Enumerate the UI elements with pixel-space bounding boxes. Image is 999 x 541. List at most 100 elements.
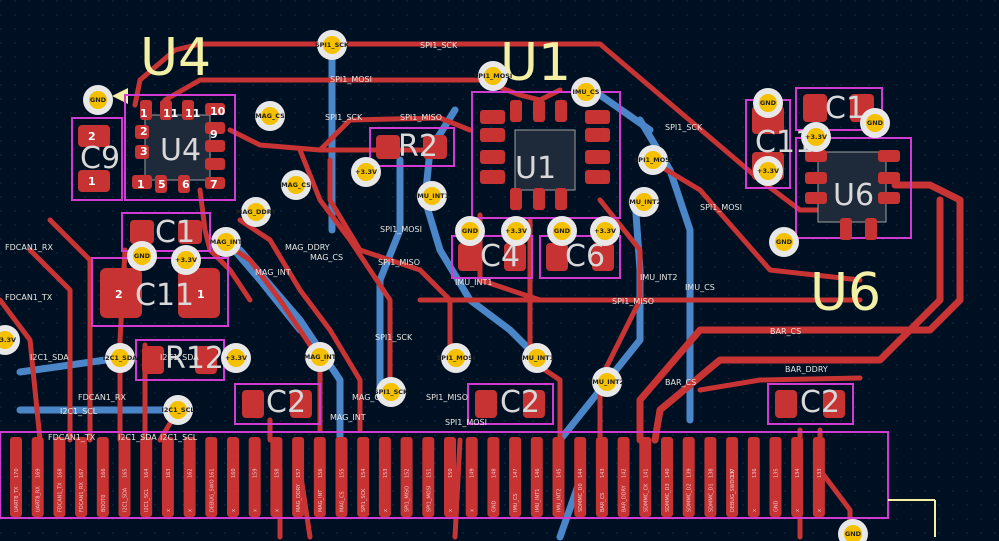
footprint-c2-left[interactable]: C2 — [234, 383, 321, 425]
footprint-c6[interactable]: C6 — [539, 235, 621, 279]
via[interactable]: +3.3V — [171, 245, 201, 275]
via-net-label: GND — [776, 238, 793, 246]
connector-pad[interactable] — [574, 437, 587, 517]
connector-pad[interactable] — [552, 437, 565, 517]
net-label: FDCAN1_TX — [48, 433, 96, 442]
connector-pad[interactable] — [31, 437, 44, 517]
connector-pad[interactable] — [639, 437, 652, 517]
via[interactable]: IMU_INT2 — [627, 187, 661, 217]
connector-pad[interactable] — [10, 437, 22, 517]
connector-pad[interactable] — [161, 437, 174, 517]
via[interactable]: GND — [127, 241, 157, 271]
connector-pad[interactable] — [661, 437, 673, 517]
via[interactable]: +3.3V — [501, 216, 531, 246]
connector-pad[interactable] — [53, 437, 66, 517]
connector-pad[interactable] — [487, 437, 500, 517]
connector-pad[interactable] — [227, 437, 239, 517]
via[interactable]: GND — [860, 108, 890, 138]
connector-pad[interactable] — [726, 437, 739, 517]
net-label: SPI1_SCK — [420, 41, 458, 50]
footprint-c9[interactable]: 2 1 C9 — [71, 117, 123, 201]
pin-net: x — [795, 509, 801, 512]
via[interactable]: MAG_DDRY — [236, 197, 277, 227]
connector-pad[interactable] — [769, 437, 782, 517]
connector-pad[interactable] — [422, 437, 435, 517]
connector-pad[interactable] — [595, 437, 608, 517]
footprint-u1[interactable]: U1 — [471, 91, 621, 219]
via-net-label: SPI1_SCK — [374, 388, 409, 396]
connector-pad[interactable] — [96, 437, 109, 517]
connector-pad[interactable] — [682, 437, 695, 517]
via[interactable]: SPI1_SCK — [374, 377, 409, 407]
connector-pad[interactable] — [747, 437, 760, 517]
connector-pad[interactable] — [400, 437, 413, 517]
via[interactable]: IMU_INT1 — [520, 343, 555, 373]
net-label: IMU_INT2 — [640, 273, 677, 282]
connector-pad[interactable] — [140, 437, 153, 517]
via[interactable]: SPI1_MOSI — [474, 61, 513, 91]
pin-number: 143 — [600, 468, 606, 478]
via[interactable]: GND — [838, 519, 868, 541]
connector-pad[interactable] — [617, 437, 630, 517]
connector-pad[interactable] — [270, 437, 283, 517]
footprint-r2[interactable]: R2 — [369, 127, 455, 167]
connector-pad[interactable] — [704, 437, 717, 517]
connector-pad[interactable] — [75, 437, 88, 517]
via[interactable]: +3.3V — [590, 216, 620, 246]
footprint-u6[interactable]: U6 — [795, 137, 912, 240]
via[interactable]: MAG_INT — [210, 227, 243, 257]
via[interactable]: +3.3V — [221, 343, 251, 373]
via[interactable]: GND — [547, 216, 577, 246]
via[interactable]: GND — [83, 85, 113, 115]
footprint-c2-right[interactable]: C2 — [767, 383, 854, 425]
connector-pad[interactable] — [378, 437, 391, 517]
pin-net: SDMMC_D2 — [687, 483, 693, 512]
footprint-c11[interactable]: 2 C11 1 — [91, 257, 229, 327]
net-label: MAG_DDRY — [285, 243, 330, 252]
via[interactable]: I2C1_SDA — [103, 343, 138, 373]
via-net-label: GND — [554, 227, 571, 235]
footprint-u4[interactable]: U4 10 2 3 1 5 6 9 7 11 11 1 — [124, 94, 236, 201]
via[interactable]: MAG_CS — [255, 101, 285, 131]
via[interactable]: MAG_CS — [281, 170, 311, 200]
pin-number: 149 — [470, 468, 476, 478]
net-label: MAG_CS — [310, 253, 343, 262]
connector-pad[interactable] — [335, 437, 348, 517]
via[interactable]: +3.3V — [351, 157, 381, 187]
footprint-c1-right[interactable]: C1 — [795, 87, 883, 131]
connector-pad[interactable] — [292, 437, 305, 517]
via[interactable]: GND — [455, 216, 485, 246]
via[interactable]: +3.3V — [0, 325, 20, 355]
footprint-c2-mid[interactable]: C2 — [467, 383, 554, 425]
via[interactable]: GND — [753, 88, 783, 118]
footprint-c1-left[interactable]: C1 — [121, 212, 211, 252]
connector-pad[interactable] — [118, 437, 131, 517]
connector-pad[interactable] — [183, 437, 196, 517]
connector-pad[interactable] — [248, 437, 261, 517]
via[interactable]: IMU_INT2 — [590, 367, 624, 397]
via[interactable]: SPI1_SCK — [315, 30, 350, 60]
via[interactable]: MAG_INT — [304, 342, 337, 372]
connector-pad[interactable] — [357, 437, 370, 517]
via[interactable]: IMU_CS — [571, 77, 601, 107]
footprint-r12[interactable]: R12 — [135, 339, 225, 381]
via[interactable]: IMU_INT1 — [415, 181, 450, 211]
via[interactable]: SPI1_MOSI — [634, 145, 673, 175]
net-label: MAG_INT — [255, 268, 291, 277]
via[interactable]: +3.3V — [753, 156, 783, 186]
via[interactable]: I2C1_SCL — [161, 395, 195, 425]
connector-pad[interactable] — [812, 437, 825, 517]
via[interactable]: SPI1_MOSI — [437, 343, 476, 373]
connector-pad[interactable] — [509, 437, 522, 517]
via[interactable]: +3.3V — [801, 122, 831, 152]
connector-pad[interactable] — [465, 437, 478, 517]
via-net-label: GND — [462, 227, 479, 235]
connector-pad[interactable] — [313, 437, 326, 517]
via[interactable]: GND — [769, 227, 799, 257]
connector-pad[interactable] — [530, 437, 543, 517]
connector-pad[interactable] — [205, 437, 218, 517]
connector-pad[interactable] — [444, 437, 456, 517]
connector-pad[interactable] — [791, 437, 804, 517]
